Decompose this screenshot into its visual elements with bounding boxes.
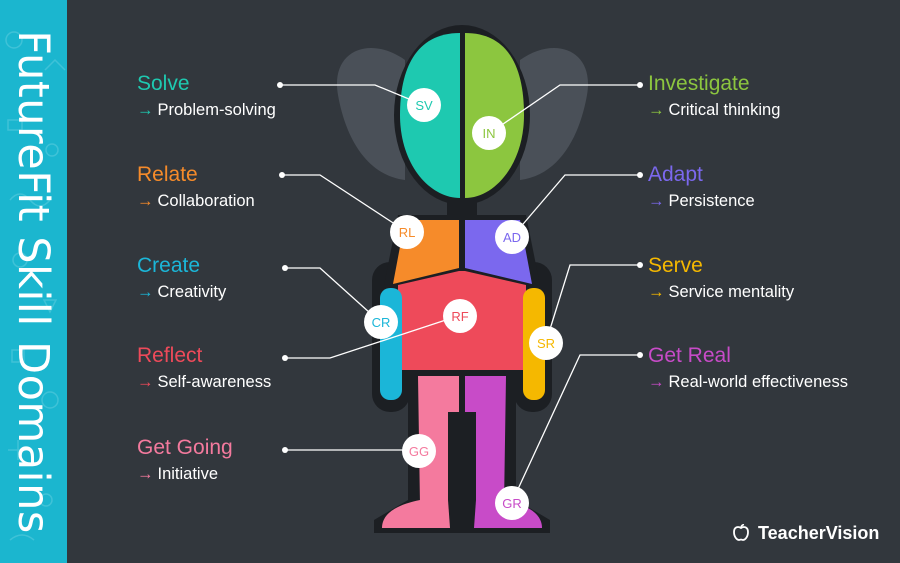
domain-skill-text: Creativity <box>157 283 227 301</box>
connector-get-real <box>511 354 640 503</box>
domain-get-going: Get Going →Initiative <box>137 436 233 484</box>
domain-name: Solve <box>137 72 190 95</box>
svg-text:RF: RF <box>451 309 468 324</box>
teachervision-logo[interactable]: TeacherVision <box>733 523 879 544</box>
badge-relate: RL <box>390 215 424 249</box>
right-pigtail <box>520 47 589 181</box>
domain-skill-text: Service mentality <box>668 283 795 301</box>
arrow-icon: → <box>137 373 154 391</box>
domain-skill: →Initiative <box>137 464 233 484</box>
domain-skill-text: Problem-solving <box>157 101 276 119</box>
domain-name: Get Going <box>137 436 233 459</box>
domain-skill: →Self-awareness <box>137 372 271 392</box>
domain-skill: →Real-world effectiveness <box>648 372 848 392</box>
connector-solve <box>280 84 422 105</box>
arrow-icon: → <box>648 373 665 391</box>
arrow-icon: → <box>648 283 665 301</box>
domain-skill-text: Initiative <box>157 465 219 483</box>
badge-solve: SV <box>407 88 441 122</box>
domain-skill: →Creativity <box>137 282 226 302</box>
domain-skill: →Critical thinking <box>648 100 780 120</box>
domain-name: Adapt <box>648 163 703 186</box>
connector-adapt <box>511 174 640 238</box>
badge-adapt: AD <box>495 220 529 254</box>
domain-name: Create <box>137 254 201 277</box>
arrow-icon: → <box>137 192 154 210</box>
domain-name: Investigate <box>648 72 750 95</box>
domain-name: Reflect <box>137 344 203 367</box>
brand-name: TeacherVision <box>758 523 880 543</box>
svg-text:AD: AD <box>503 230 521 245</box>
arrow-icon: → <box>137 283 154 301</box>
badge-get-real: GR <box>495 486 529 520</box>
domain-relate: Relate →Collaboration <box>137 163 255 211</box>
svg-text:IN: IN <box>483 126 496 141</box>
arrow-icon: → <box>137 465 154 483</box>
shoe-get-going-region <box>382 500 450 528</box>
title-sidebar: FutureFit Skill Domains <box>0 0 67 563</box>
arrow-icon: → <box>648 101 665 119</box>
arrow-icon: → <box>137 101 154 119</box>
svg-text:GR: GR <box>502 496 522 511</box>
connector-serve <box>545 264 640 343</box>
domain-serve: Serve →Service mentality <box>648 254 794 302</box>
arrow-icon: → <box>648 192 665 210</box>
doodle-pattern <box>5 31 66 541</box>
domain-name: Serve <box>648 254 703 277</box>
connector-reflect <box>285 315 459 359</box>
domain-skill-text: Real-world effectiveness <box>668 373 848 391</box>
domain-get-real: Get Real →Real-world effectiveness <box>648 344 848 392</box>
svg-text:SV: SV <box>415 98 433 113</box>
domain-skill-text: Self-awareness <box>157 373 272 391</box>
badge-reflect: RF <box>443 299 477 333</box>
domain-skill-text: Critical thinking <box>668 101 781 119</box>
svg-text:SR: SR <box>537 336 555 351</box>
domain-skill: →Collaboration <box>137 191 255 211</box>
head-investigate-region <box>465 33 524 198</box>
domain-skill: →Persistence <box>648 191 755 211</box>
badge-create: CR <box>364 305 398 339</box>
domain-adapt: Adapt →Persistence <box>648 163 755 211</box>
domain-investigate: Investigate →Critical thinking <box>648 72 780 120</box>
connector-investigate <box>489 84 640 134</box>
svg-text:GG: GG <box>409 444 429 459</box>
left-pigtail <box>336 47 405 181</box>
badge-investigate: IN <box>472 116 506 150</box>
svg-text:RL: RL <box>399 225 416 240</box>
domain-skill: →Problem-solving <box>137 100 276 120</box>
domain-skill-text: Persistence <box>668 192 755 210</box>
badge-serve: SR <box>529 326 563 360</box>
domain-solve: Solve →Problem-solving <box>137 72 276 120</box>
badge-get-going: GG <box>402 434 436 468</box>
svg-text:CR: CR <box>372 315 391 330</box>
domain-create: Create →Creativity <box>137 254 226 302</box>
apple-icon <box>733 523 754 543</box>
domain-name: Get Real <box>648 344 731 367</box>
connector-relate <box>282 174 408 233</box>
connector-create <box>285 267 381 323</box>
leg-get-going-region <box>418 376 459 505</box>
leg-get-real-region <box>465 376 506 505</box>
domain-reflect: Reflect →Self-awareness <box>137 344 271 392</box>
domain-name: Relate <box>137 163 198 186</box>
arm-create-region <box>380 288 402 400</box>
domain-skill: →Service mentality <box>648 282 794 302</box>
domain-skill-text: Collaboration <box>157 192 255 210</box>
